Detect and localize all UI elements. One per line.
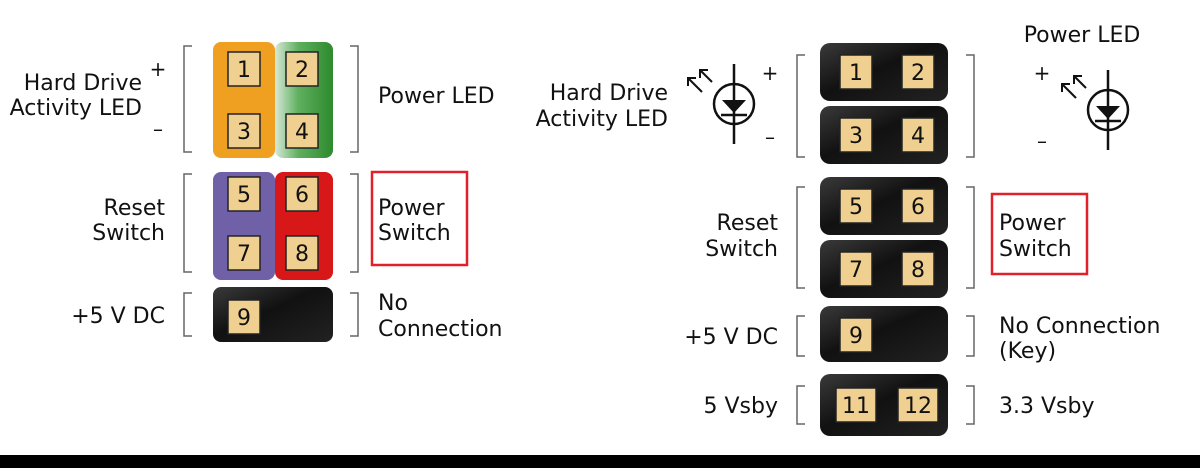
right-bracket-powersw bbox=[966, 186, 975, 289]
power-led-symbol-icon bbox=[1061, 70, 1130, 150]
right-bracket-5vdc bbox=[796, 315, 805, 357]
left-bracket-hdd bbox=[183, 45, 192, 153]
left-pin-7: 7 bbox=[227, 235, 261, 271]
left-bracket-nc bbox=[350, 292, 359, 337]
right-bracket-nc bbox=[966, 315, 975, 357]
right-33vsby-label: 3.3 Vsby bbox=[999, 394, 1094, 419]
right-pin-12: 12 bbox=[897, 387, 939, 423]
right-power-switch-label-2: Switch bbox=[999, 237, 1072, 262]
right-pin-3: 3 bbox=[839, 117, 873, 153]
svg-text:1: 1 bbox=[237, 58, 251, 83]
right-hdd-led-label-2: Activity LED bbox=[536, 107, 668, 132]
svg-text:2: 2 bbox=[911, 61, 925, 86]
svg-text:12: 12 bbox=[904, 394, 932, 419]
right-pin-9: 9 bbox=[839, 317, 873, 353]
svg-text:11: 11 bbox=[842, 394, 870, 419]
left-no-connection-label-2: Connection bbox=[378, 317, 502, 342]
left-pin-6: 6 bbox=[285, 176, 319, 212]
svg-text:6: 6 bbox=[295, 183, 309, 208]
left-bracket-powerled bbox=[350, 45, 359, 153]
right-power-led-label: Power LED bbox=[1024, 23, 1141, 48]
svg-text:4: 4 bbox=[295, 120, 309, 145]
right-power-switch-highlight bbox=[990, 192, 1089, 276]
svg-text:9: 9 bbox=[237, 306, 251, 331]
hdd-led-symbol-icon bbox=[687, 64, 756, 144]
left-5vdc-label: +5 V DC bbox=[71, 304, 165, 329]
left-pin-5: 5 bbox=[227, 176, 261, 212]
right-pin-2: 2 bbox=[901, 54, 935, 90]
right-power-led-plus: + bbox=[1034, 61, 1051, 85]
diagram-panel bbox=[0, 0, 1200, 455]
right-no-connection-label-2: (Key) bbox=[999, 339, 1056, 364]
right-reset-switch-label-1: Reset bbox=[717, 211, 779, 236]
svg-text:3: 3 bbox=[849, 124, 863, 149]
right-pin-11: 11 bbox=[835, 387, 877, 423]
right-header: 1 2 3 4 5 6 7 8 9 11 12 bbox=[536, 23, 1160, 436]
svg-text:8: 8 bbox=[911, 258, 925, 283]
right-hdd-led-label-1: Hard Drive bbox=[550, 81, 668, 106]
left-power-switch-label-1: Power bbox=[378, 196, 445, 221]
right-5vdc-label: +5 V DC bbox=[684, 325, 778, 350]
right-bracket-powerled bbox=[966, 54, 975, 158]
svg-text:8: 8 bbox=[295, 242, 309, 267]
svg-text:9: 9 bbox=[849, 324, 863, 349]
svg-text:4: 4 bbox=[911, 124, 925, 149]
right-bracket-hdd bbox=[796, 54, 805, 158]
left-header: 1 2 3 4 5 6 7 8 9 Hard Drive Activity LE… bbox=[10, 42, 502, 342]
right-no-connection-label-1: No Connection bbox=[999, 314, 1160, 339]
left-bracket-5vdc bbox=[183, 292, 192, 337]
left-power-switch-label-2: Switch bbox=[378, 221, 451, 246]
svg-text:5: 5 bbox=[849, 195, 863, 220]
right-hdd-plus: + bbox=[762, 61, 779, 85]
right-hdd-minus: – bbox=[765, 125, 775, 149]
left-pin-3: 3 bbox=[227, 113, 261, 149]
right-pin-4: 4 bbox=[901, 117, 935, 153]
svg-text:7: 7 bbox=[237, 242, 251, 267]
right-bracket-reset bbox=[796, 186, 805, 289]
left-pin-9: 9 bbox=[227, 299, 261, 335]
right-reset-switch-label-2: Switch bbox=[705, 237, 778, 262]
svg-text:5: 5 bbox=[237, 183, 251, 208]
left-pin-4: 4 bbox=[285, 113, 319, 149]
left-power-switch-highlight bbox=[370, 170, 469, 267]
right-pin-6: 6 bbox=[901, 188, 935, 224]
right-power-switch-label-1: Power bbox=[999, 211, 1066, 236]
svg-text:1: 1 bbox=[849, 61, 863, 86]
right-pin-7: 7 bbox=[839, 251, 873, 287]
svg-text:6: 6 bbox=[911, 195, 925, 220]
left-pin-8: 8 bbox=[285, 235, 319, 271]
svg-text:3: 3 bbox=[237, 120, 251, 145]
right-power-led-minus: – bbox=[1037, 129, 1047, 153]
right-pin-8: 8 bbox=[901, 251, 935, 287]
left-power-led-label: Power LED bbox=[378, 84, 495, 109]
right-bracket-5vsby bbox=[796, 385, 805, 425]
left-reset-switch-label-2: Switch bbox=[92, 221, 165, 246]
right-block-5 bbox=[820, 306, 948, 362]
right-bracket-33vsby bbox=[966, 385, 975, 425]
svg-text:2: 2 bbox=[295, 58, 309, 83]
left-pin-2: 2 bbox=[285, 51, 319, 87]
left-hdd-led-label-2: Activity LED bbox=[10, 96, 142, 121]
left-pin-1: 1 bbox=[227, 51, 261, 87]
right-pin-5: 5 bbox=[839, 188, 873, 224]
left-bracket-reset bbox=[183, 173, 192, 273]
svg-text:7: 7 bbox=[849, 258, 863, 283]
right-pin-1: 1 bbox=[839, 54, 873, 90]
left-hdd-led-label-1: Hard Drive bbox=[24, 71, 142, 96]
left-hdd-minus: – bbox=[153, 117, 163, 141]
left-no-connection-label-1: No bbox=[378, 291, 408, 316]
right-5vsby-label: 5 Vsby bbox=[704, 394, 779, 419]
left-reset-switch-label-1: Reset bbox=[104, 196, 166, 221]
left-hdd-plus: + bbox=[150, 57, 167, 81]
left-bracket-powersw bbox=[350, 173, 359, 273]
